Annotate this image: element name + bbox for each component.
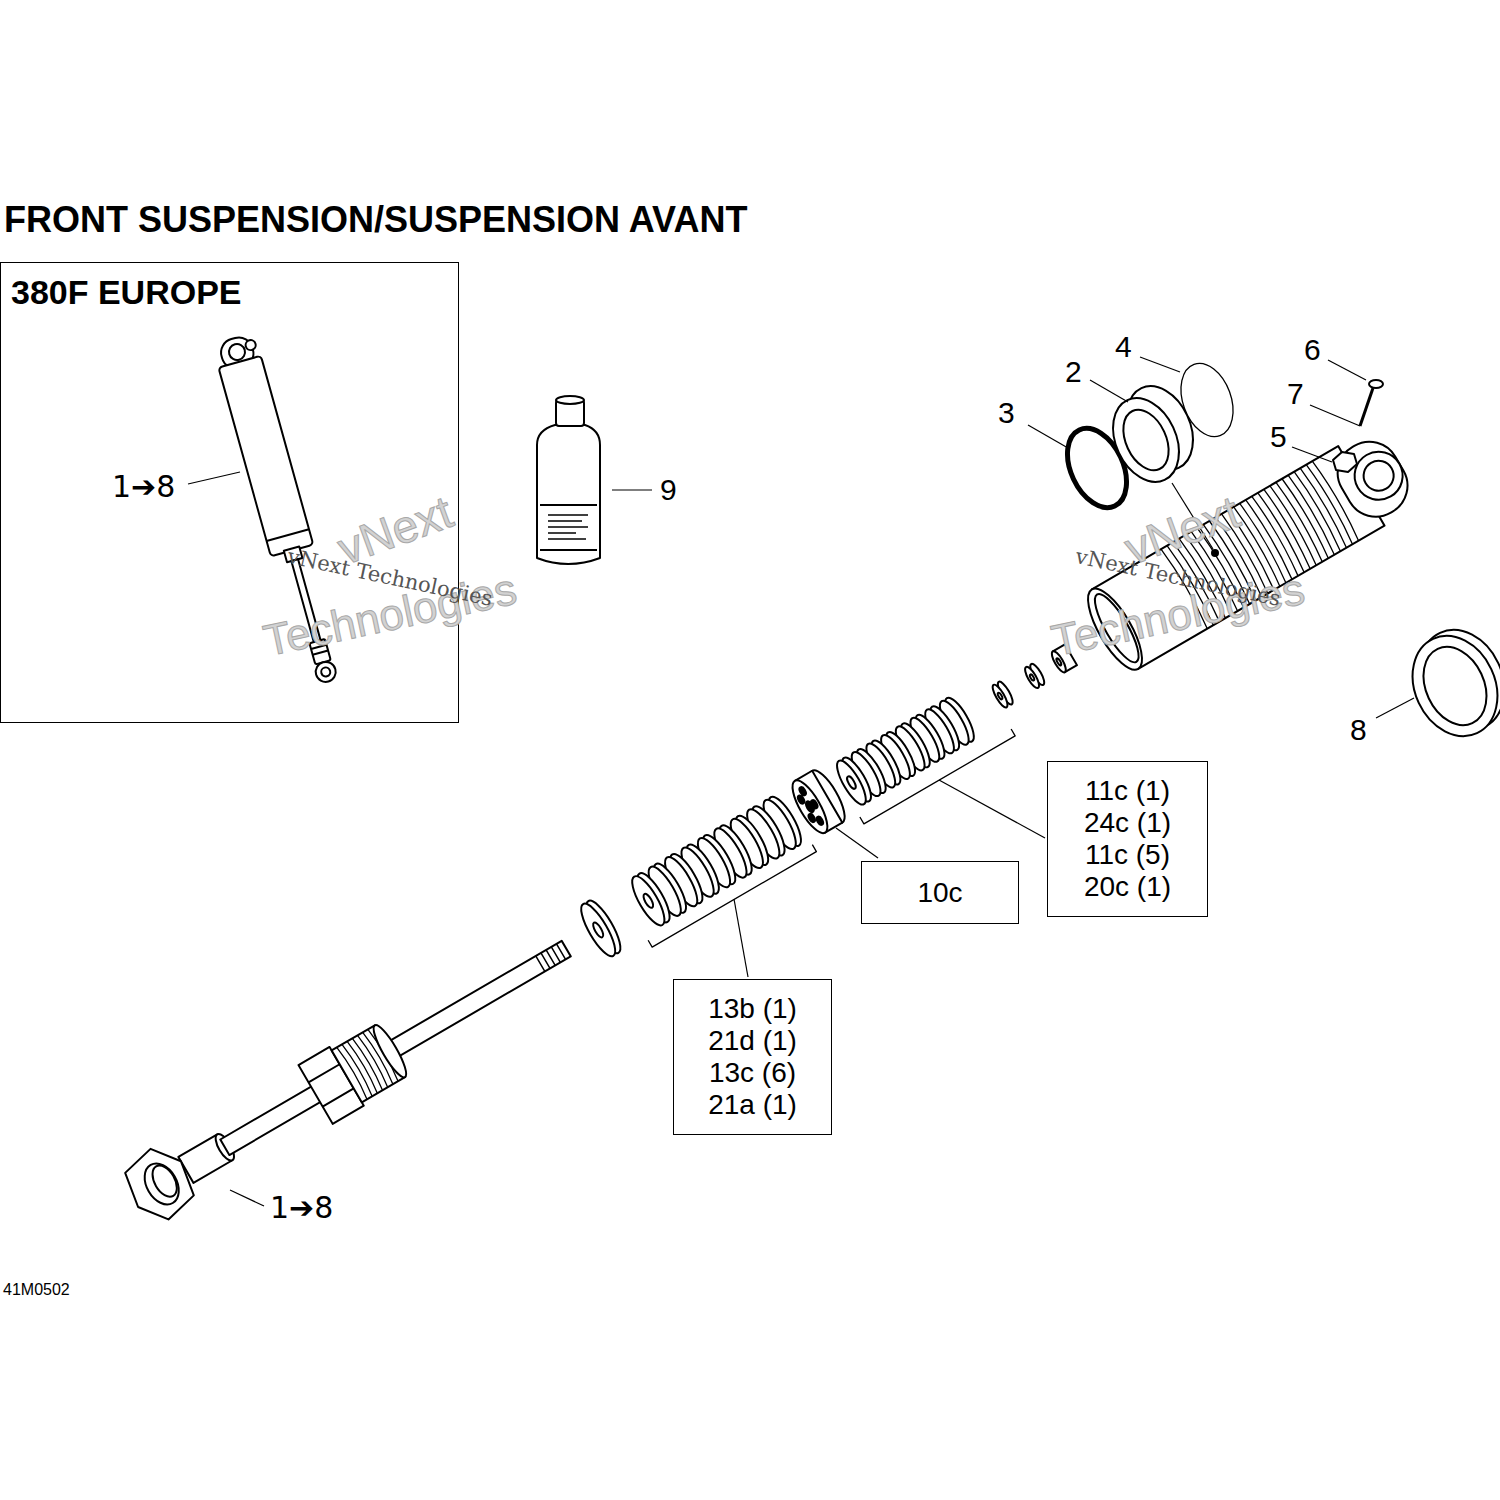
part-list-box: 11c (1)24c (1)11c (5)20c (1) xyxy=(1047,761,1208,917)
part-reference: 11c (5) xyxy=(1085,839,1170,871)
leader-dot xyxy=(1212,550,1218,556)
callout-number: 2 xyxy=(1065,357,1082,387)
part-list-box: 10c xyxy=(861,861,1019,924)
shim-stack xyxy=(815,816,824,826)
shim-stack xyxy=(626,872,670,929)
shock-body xyxy=(1346,443,1412,509)
leader-line xyxy=(1090,380,1128,402)
callout-number: 4 xyxy=(1115,332,1132,362)
leader-line xyxy=(1376,698,1414,718)
shim-stack xyxy=(575,629,1086,961)
bleed-screw xyxy=(1360,388,1373,426)
oil-bottle xyxy=(540,505,597,550)
leader-line xyxy=(188,472,240,484)
leader-line xyxy=(1292,447,1332,462)
drawing-number: 41M0502 xyxy=(3,1282,70,1298)
callout-number: 6 xyxy=(1304,335,1321,365)
page-title: FRONT SUSPENSION/SUSPENSION AVANT xyxy=(4,202,747,238)
part-reference: 21d (1) xyxy=(708,1025,797,1057)
shock-thumbnail xyxy=(227,342,247,362)
nut xyxy=(1333,452,1357,472)
shim-stack xyxy=(990,683,1010,709)
shock-thumbnail xyxy=(218,356,313,557)
shim-stack xyxy=(810,799,819,809)
oil-bottle xyxy=(548,515,588,539)
rod-assembly xyxy=(116,917,583,1229)
leader-line xyxy=(734,899,748,977)
shim-stack xyxy=(798,786,807,796)
nut xyxy=(1333,452,1357,472)
panel-heading: 380F EUROPE xyxy=(11,273,242,311)
group-bracket xyxy=(648,845,816,947)
shock-thumbnail xyxy=(313,660,338,685)
leader-line xyxy=(612,489,652,490)
part-reference: 13c (6) xyxy=(709,1057,796,1089)
rod-assembly xyxy=(116,1139,203,1230)
callout-number: 7 xyxy=(1287,379,1304,409)
bleed-screw xyxy=(1360,380,1383,426)
shock-exploded xyxy=(111,424,1423,1240)
shock-thumbnail xyxy=(320,666,331,677)
callout-number: 1➔8 xyxy=(112,472,175,502)
part-reference: 13b (1) xyxy=(708,993,797,1025)
part-reference: 10c xyxy=(917,877,962,909)
shim-stack xyxy=(832,757,871,808)
disc xyxy=(1171,356,1242,444)
shim-stack xyxy=(807,813,816,823)
part-reference: 24c (1) xyxy=(1084,807,1171,839)
leader-line xyxy=(1310,405,1360,426)
bleed-screw xyxy=(1369,380,1383,388)
cap xyxy=(1114,403,1177,478)
cap xyxy=(1100,387,1192,492)
leader-line xyxy=(939,780,1045,838)
shim-stack xyxy=(575,900,621,961)
parts-illustration xyxy=(111,333,1500,1240)
disc xyxy=(1171,356,1242,444)
shim-stack xyxy=(786,776,833,838)
callout-number: 3 xyxy=(998,398,1015,428)
leader-line xyxy=(230,1190,264,1206)
lock-ring xyxy=(1397,622,1500,750)
lock-ring xyxy=(1411,637,1498,736)
variant-panel: 380F EUROPE xyxy=(0,262,459,723)
rod-assembly xyxy=(147,1161,181,1200)
shock-body xyxy=(1358,455,1399,496)
rod-assembly xyxy=(536,944,566,972)
shim-stack xyxy=(1029,674,1035,681)
leader-line xyxy=(1028,425,1068,448)
rod-assembly xyxy=(369,1022,411,1081)
callout-number: 1➔8 xyxy=(270,1193,333,1223)
leader-line xyxy=(1328,360,1366,380)
oil-bottle xyxy=(556,396,584,404)
part-reference: 20c (1) xyxy=(1084,871,1171,903)
group-bracket xyxy=(860,729,1015,824)
oil-bottle xyxy=(537,396,600,564)
leader-line xyxy=(188,357,1414,1206)
shim-stack xyxy=(845,775,857,790)
shim-stack xyxy=(1023,665,1042,690)
oil-bottle xyxy=(537,425,600,564)
shock-thumbnail xyxy=(244,339,256,351)
rod-assembly xyxy=(220,941,570,1155)
shim-stack xyxy=(591,921,605,939)
callout-number: 5 xyxy=(1270,422,1287,452)
shock-thumbnail xyxy=(267,529,309,541)
shim-stack xyxy=(997,692,1003,700)
part-reference: 21a (1) xyxy=(708,1089,797,1121)
lock-ring xyxy=(1397,616,1500,750)
leader-line xyxy=(1140,357,1180,372)
part-list-box: 13b (1)21d (1)13c (6)21a (1) xyxy=(673,979,832,1135)
leader-line xyxy=(836,828,878,858)
shock-body xyxy=(1327,431,1419,528)
rod-assembly xyxy=(138,1157,186,1210)
part-reference: 11c (1) xyxy=(1085,775,1170,807)
callout-number: 9 xyxy=(660,475,677,505)
shim-stack xyxy=(642,892,655,909)
callout-number: 8 xyxy=(1350,715,1367,745)
